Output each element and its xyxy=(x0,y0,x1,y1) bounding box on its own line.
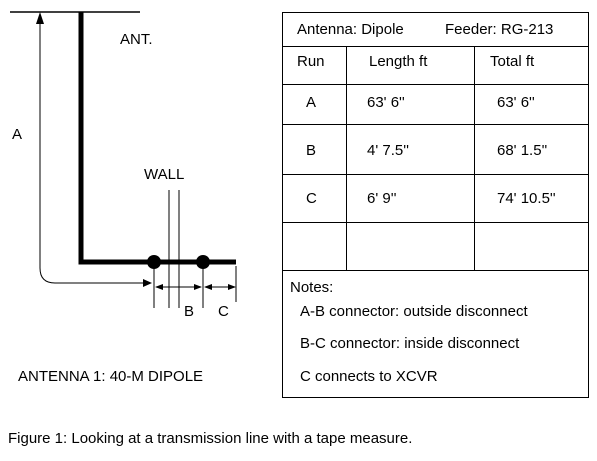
note-2: B-C connector: inside disconnect xyxy=(300,335,520,352)
label-ant: ANT. xyxy=(120,31,153,48)
row-a-total: 63' 6'' xyxy=(497,94,535,111)
row-c-run: C xyxy=(306,190,317,207)
label-c: C xyxy=(218,303,229,320)
connector-bc xyxy=(196,255,210,269)
run-table: Antenna: Dipole Feeder: RG-213 Run Lengt… xyxy=(282,12,589,398)
label-wall: WALL xyxy=(144,166,185,183)
row-c-length: 6' 9'' xyxy=(367,190,397,207)
label-b: B xyxy=(184,303,195,320)
row-a-length: 63' 6'' xyxy=(367,94,405,111)
dim-c-arrow-right xyxy=(228,284,236,290)
row-b-total: 68' 1.5'' xyxy=(497,142,548,159)
row-b-run: B xyxy=(306,142,317,159)
header-length: Length ft xyxy=(369,53,428,70)
header-total: Total ft xyxy=(490,53,535,70)
note-3: C connects to XCVR xyxy=(300,368,438,385)
dim-b-arrow-right xyxy=(194,284,202,290)
note-1: A-B connector: outside disconnect xyxy=(300,303,528,320)
tape-arrow-head-right-a xyxy=(143,279,152,287)
dim-b-arrow-left xyxy=(155,284,163,290)
row-b-length: 4' 7.5'' xyxy=(367,142,409,159)
antenna-caption: ANTENNA 1: 40-M DIPOLE xyxy=(18,368,204,385)
tape-arrow-head-up xyxy=(36,12,44,24)
feeder-type: Feeder: RG-213 xyxy=(445,21,554,38)
dim-c-arrow-left xyxy=(204,284,212,290)
row-a-run: A xyxy=(306,94,317,111)
tape-measure-line xyxy=(39,14,150,284)
header-run: Run xyxy=(297,53,325,70)
figure-caption: Figure 1: Looking at a transmission line… xyxy=(8,430,413,447)
label-a: A xyxy=(12,126,23,143)
notes-title: Notes: xyxy=(290,279,334,296)
transmission-line xyxy=(78,12,236,265)
connector-ab xyxy=(147,255,161,269)
row-c-total: 74' 10.5'' xyxy=(497,190,556,207)
antenna-type: Antenna: Dipole xyxy=(297,21,404,38)
